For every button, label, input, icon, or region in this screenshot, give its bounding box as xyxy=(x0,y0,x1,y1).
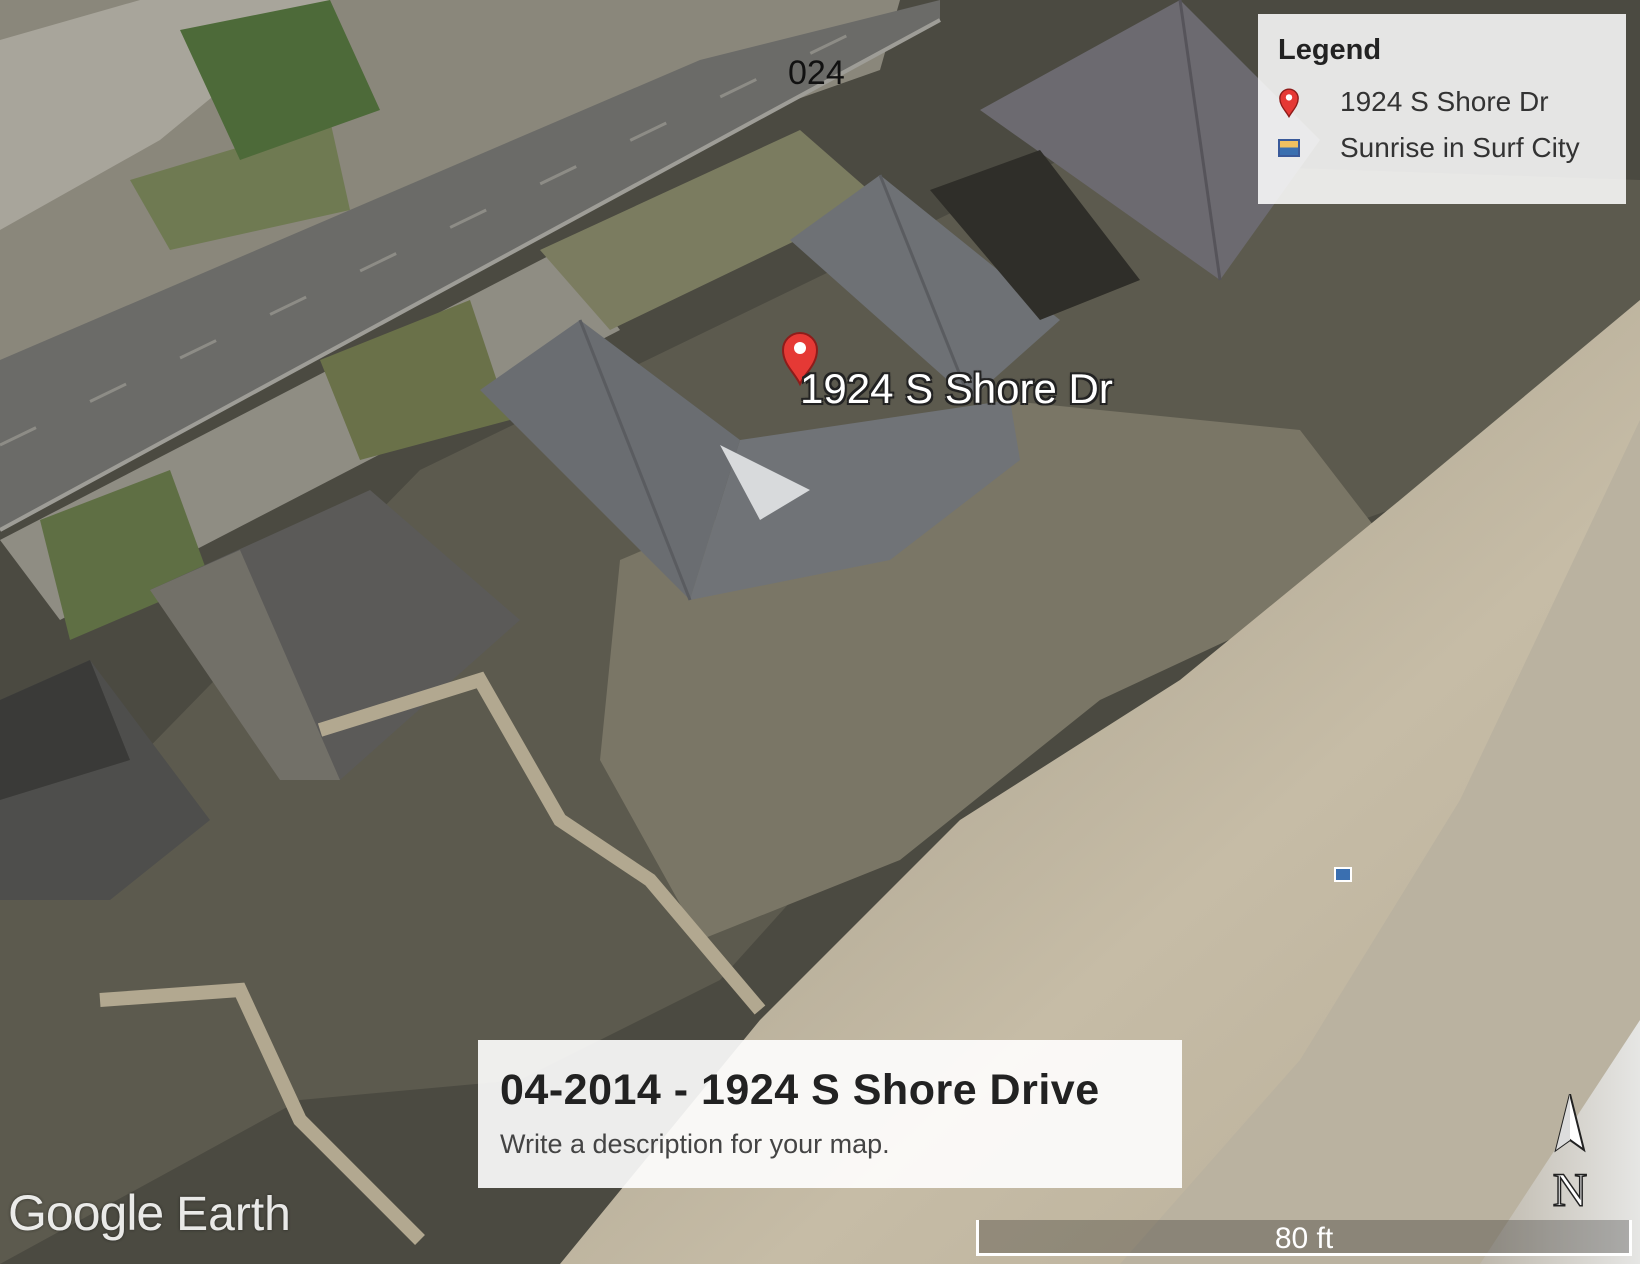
beach-walkway xyxy=(99,671,766,1245)
red-placemark-pin[interactable] xyxy=(781,332,819,387)
lawn xyxy=(130,120,350,250)
legend-item-label: 1924 S Shore Dr xyxy=(1340,86,1549,117)
road-edge xyxy=(0,18,941,532)
google-earth-logo: Google Earth xyxy=(8,1184,291,1242)
house-neighbor-south xyxy=(150,490,520,780)
tree-cluster xyxy=(180,0,380,160)
north-arrow-icon[interactable]: N xyxy=(1540,1094,1600,1214)
legend-title: Legend xyxy=(1278,34,1382,66)
map-info-panel: 04-2014 - 1924 S Shore Drive Write a des… xyxy=(478,1040,1182,1188)
red-placemark-icon xyxy=(1278,85,1318,119)
house-neighbor-north xyxy=(980,0,1320,281)
house-shadow xyxy=(930,150,1140,320)
placemark-label[interactable]: 1924 S Shore Dr xyxy=(800,365,1113,412)
wet-sand xyxy=(1120,420,1640,1264)
photo-marker[interactable] xyxy=(1334,867,1352,882)
logo-google: Google xyxy=(8,1185,164,1241)
legend-panel: Legend 1924 S Shore Dr Sunrise in Surf C… xyxy=(1258,14,1626,204)
road xyxy=(0,0,940,530)
front-lawn xyxy=(540,130,880,330)
house-1924 xyxy=(480,174,1060,601)
street-code-label: 024 xyxy=(788,54,845,92)
logo-earth: Earth xyxy=(176,1188,291,1241)
photo-icon xyxy=(1278,131,1318,165)
road-centerline xyxy=(0,8,901,447)
scale-label: 80 ft xyxy=(1274,1222,1334,1255)
map-description[interactable]: Write a description for your map. xyxy=(500,1129,890,1159)
map-title: 04-2014 - 1924 S Shore Drive xyxy=(500,1066,1100,1114)
house-corner xyxy=(0,660,210,900)
scale-bar xyxy=(976,1220,1632,1256)
legend-item-placemark[interactable]: 1924 S Shore Dr xyxy=(1278,79,1606,125)
legend-item-photo[interactable]: Sunrise in Surf City xyxy=(1278,125,1606,171)
lawn-patch xyxy=(320,300,510,460)
north-letter: N xyxy=(1553,1164,1588,1214)
legend-item-label: Sunrise in Surf City xyxy=(1340,132,1580,163)
